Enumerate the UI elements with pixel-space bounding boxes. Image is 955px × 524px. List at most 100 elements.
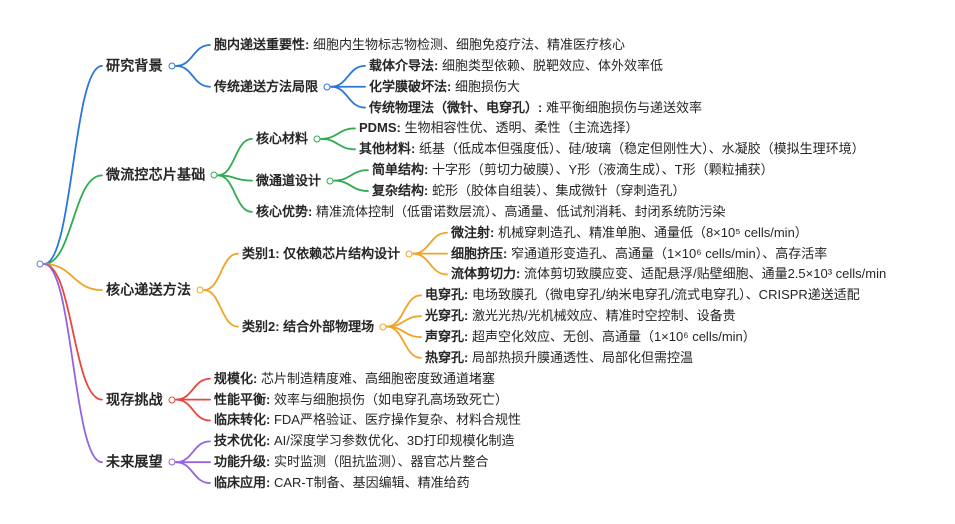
- node-term: 细胞挤压:: [451, 245, 508, 261]
- mindmap-link: [43, 174, 103, 265]
- mindmap-node[interactable]: 核心材料: [256, 131, 308, 147]
- node-term: 光穿孔:: [425, 308, 469, 324]
- mindmap-node[interactable]: 现存挑战: [106, 391, 163, 409]
- mindmap-node[interactable]: 其他材料: 纸基（低成本但强度低）、硅/玻璃（稳定但刚性大）、水凝胶（模拟生理环…: [359, 141, 865, 157]
- node-term: 规模化:: [214, 370, 258, 386]
- mindmap-node[interactable]: 热穿孔: 局部热损升膜通透性、局部化但需控温: [425, 350, 693, 366]
- node-desc: 细胞类型依赖、脱靶效应、体外效率低: [438, 57, 663, 73]
- node-label: 微流控芯片基础: [106, 166, 206, 183]
- node-desc: 十字形（剪切力破膜）、Y形（液滴生成）、T形（颗粒捕获）: [428, 162, 774, 178]
- mindmap-link: [217, 174, 253, 182]
- node-collapse-circle[interactable]: [196, 286, 204, 294]
- node-term: 功能升级:: [214, 454, 271, 470]
- node-desc: 细胞内生物标志物检测、细胞免疫疗法、精准医疗核心: [309, 36, 625, 52]
- node-collapse-circle[interactable]: [326, 177, 334, 185]
- mindmap-link: [217, 137, 253, 177]
- node-term: 流体剪切力:: [451, 266, 521, 282]
- mindmap-node[interactable]: 规模化: 芯片制造精度难、高细胞密度致通道堵塞: [214, 371, 495, 387]
- mindmap-link: [43, 64, 103, 265]
- mindmap-link: [43, 263, 103, 292]
- mindmap-link: [175, 398, 211, 422]
- mindmap-node[interactable]: 传统递送方法局限: [214, 79, 318, 95]
- node-collapse-circle[interactable]: [313, 135, 321, 143]
- mindmap-node[interactable]: 技术优化: AI/深度学习参数优化、3D打印规模化制造: [214, 433, 514, 449]
- node-term: 技术优化:: [214, 433, 271, 449]
- mindmap-node[interactable]: 流体剪切力: 流体剪切致膜应变、适配悬浮/贴壁细胞、通量2.5×10³ cell…: [451, 266, 886, 282]
- node-term: 临床转化:: [214, 412, 271, 428]
- mindmap-link: [333, 179, 369, 192]
- mindmap-link: [333, 169, 369, 182]
- node-desc: CAR-T制备、基因编辑、精准给药: [270, 474, 470, 490]
- mindmap-link: [203, 289, 239, 328]
- node-collapse-circle[interactable]: [210, 171, 218, 179]
- mindmap-node[interactable]: 临床应用: CAR-T制备、基因编辑、精准给药: [214, 475, 470, 491]
- node-term: 微注射:: [451, 224, 495, 240]
- mindmap-node[interactable]: 性能平衡: 效率与细胞损伤（如电穿孔高场致死亡）: [214, 391, 508, 407]
- node-label: 未来展望: [106, 453, 163, 470]
- mindmap-link: [175, 461, 211, 484]
- node-collapse-circle[interactable]: [405, 250, 413, 258]
- mindmap-node[interactable]: 声穿孔: 超声空化效应、无创、高通量（1×10⁶ cells/min）: [425, 329, 756, 345]
- mindmap-node[interactable]: 载体介导法: 细胞类型依赖、脱靶效应、体外效率低: [369, 58, 663, 74]
- node-term: 声穿孔:: [425, 328, 469, 344]
- node-term: 性能平衡:: [214, 391, 271, 407]
- mindmap-link: [330, 85, 366, 109]
- mindmap-node[interactable]: 细胞挤压: 窄通道形变造孔、高通量（1×10⁶ cells/min）、高存活率: [451, 245, 827, 261]
- mindmap-node[interactable]: 光穿孔: 激光光热/光机械效应、精准时空控制、设备贵: [425, 308, 736, 324]
- mindmap-node[interactable]: 复杂结构: 蛇形（胶体自组装）、集成微针（穿刺造孔）: [372, 183, 685, 199]
- node-desc: 超声空化效应、无创、高通量（1×10⁶ cells/min）: [468, 328, 756, 344]
- node-collapse-circle[interactable]: [323, 83, 331, 91]
- node-term: 载体介导法:: [369, 57, 439, 73]
- node-term: 热穿孔:: [425, 349, 469, 365]
- mindmap-node[interactable]: 微注射: 机械穿刺造孔、精准单胞、通量低（8×10⁵ cells/min）: [451, 225, 808, 241]
- mindmap-node[interactable]: 核心优势: 精准流体控制（低雷诺数层流）、高通量、低试剂消耗、封闭系统防污染: [256, 204, 725, 220]
- mindmap-node[interactable]: 功能升级: 实时监测（阻抗监测）、器官芯片整合: [214, 454, 488, 470]
- mindmap-link: [217, 174, 253, 213]
- mindmap-link: [175, 440, 211, 464]
- mindmap-link: [203, 252, 239, 292]
- node-label: 核心材料: [256, 130, 309, 146]
- node-term: 临床应用:: [214, 474, 271, 490]
- node-desc: FDA严格验证、医疗操作复杂、材料合规性: [270, 412, 521, 428]
- node-collapse-circle[interactable]: [168, 458, 176, 466]
- mindmap-node[interactable]: 临床转化: FDA严格验证、医疗操作复杂、材料合规性: [214, 412, 521, 428]
- mindmap-link: [43, 263, 103, 401]
- mindmap-link: [320, 137, 356, 151]
- node-desc: 机械穿刺造孔、精准单胞、通量低（8×10⁵ cells/min）: [494, 224, 808, 240]
- mindmap-node[interactable]: 简单结构: 十字形（剪切力破膜）、Y形（液滴生成）、T形（颗粒捕获）: [372, 162, 774, 178]
- node-desc: 窄通道形变造孔、高通量（1×10⁶ cells/min）、高存活率: [507, 245, 828, 261]
- mindmap-node[interactable]: 化学膜破坏法: 细胞损伤大: [369, 79, 520, 95]
- mindmap-link: [386, 325, 422, 359]
- node-collapse-circle[interactable]: [168, 62, 176, 70]
- root-node-circle[interactable]: [36, 260, 44, 268]
- node-label: 核心递送方法: [106, 281, 192, 298]
- node-desc: 生物相容性优、透明、柔性（主流选择）: [400, 120, 639, 136]
- node-desc: 局部热损升膜通透性、局部化但需控温: [468, 349, 693, 365]
- mindmap-link: [386, 325, 422, 338]
- node-collapse-circle[interactable]: [379, 323, 387, 331]
- mindmap-node[interactable]: 类别1: 仅依赖芯片结构设计: [242, 245, 400, 261]
- mindmap-node[interactable]: 未来展望: [106, 453, 163, 471]
- mindmap-node[interactable]: 核心递送方法: [106, 281, 191, 299]
- mindmap-node[interactable]: 微流控芯片基础: [106, 167, 205, 185]
- mindmap-node[interactable]: 电穿孔: 电场致膜孔（微电穿孔/纳米电穿孔/流式电穿孔）、CRISPR递送适配: [425, 287, 860, 303]
- mindmap-link: [175, 64, 211, 88]
- node-desc: 效率与细胞损伤（如电穿孔高场致死亡）: [270, 391, 508, 407]
- mindmap-node[interactable]: 传统物理法（微针、电穿孔）: 难平衡细胞损伤与递送效率: [369, 99, 702, 115]
- mindmap-node[interactable]: 类别2: 结合外部物理场: [242, 318, 374, 334]
- node-term: PDMS:: [359, 120, 401, 136]
- mindmap-link: [386, 294, 422, 328]
- node-term: 化学膜破坏法:: [369, 78, 452, 94]
- node-collapse-circle[interactable]: [168, 396, 176, 404]
- mindmap-node[interactable]: 微通道设计: [256, 172, 321, 188]
- mindmap-link: [175, 377, 211, 401]
- node-term: 其他材料:: [359, 141, 416, 157]
- mindmap-node[interactable]: 研究背景: [106, 57, 163, 75]
- node-desc: 细胞损伤大: [451, 78, 520, 94]
- node-label: 现存挑战: [106, 390, 163, 407]
- node-desc: 流体剪切致膜应变、适配悬浮/贴壁细胞、通量2.5×10³ cells/min: [520, 266, 887, 282]
- mindmap-node[interactable]: 胞内递送重要性: 细胞内生物标志物检测、细胞免疫疗法、精准医疗核心: [214, 37, 625, 53]
- mindmap-node[interactable]: PDMS: 生物相容性优、透明、柔性（主流选择）: [359, 120, 639, 136]
- node-label: 类别2: 结合外部物理场: [242, 318, 375, 334]
- node-label: 类别1: 仅依赖芯片结构设计: [242, 245, 401, 261]
